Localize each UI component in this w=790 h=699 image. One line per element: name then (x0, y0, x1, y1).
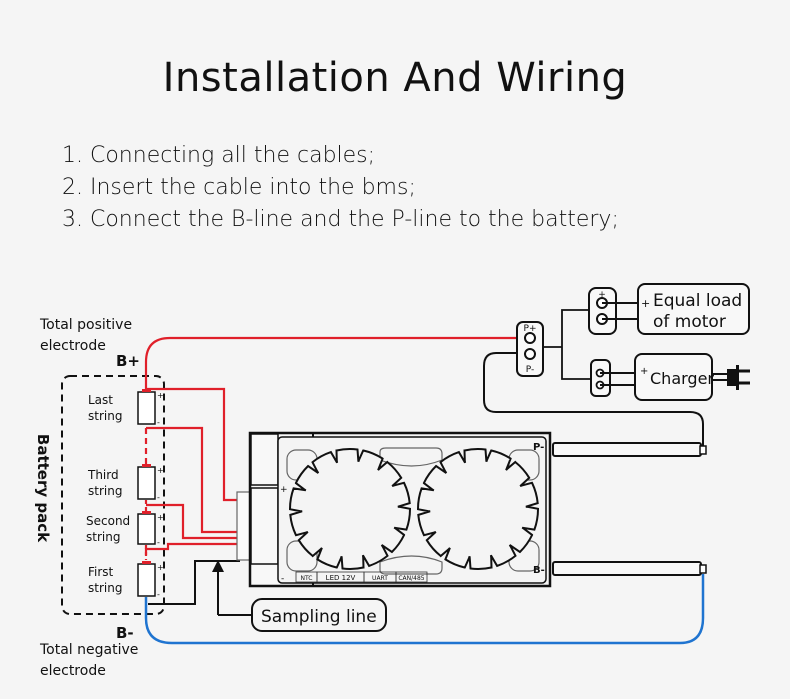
cell-second: Second string + - (86, 511, 164, 547)
heatsink-left (288, 448, 412, 570)
p-minus-cable (552, 442, 702, 457)
p-plus-terminal (524, 332, 536, 344)
port-strip: NTC LED 12V UART CAN/485 (295, 571, 428, 583)
sense-wire-first (144, 542, 240, 555)
load-plus: + (641, 297, 650, 310)
heatsink-right (416, 448, 540, 570)
cell-plus: + (157, 391, 164, 400)
step-3: 3. Connect the B-line and the P-line to … (62, 207, 619, 232)
cell-third-label-2: string (88, 484, 122, 498)
step-1: 1. Connecting all the cables; (62, 143, 376, 168)
total-positive-label-1: Total positive (39, 317, 132, 333)
cell-third: Third string + - (87, 464, 164, 502)
cell-minus: - (157, 590, 160, 599)
cell-first-label-1: First (88, 565, 114, 579)
cell-first-label-2: string (88, 581, 122, 595)
charger-label: Charger (650, 369, 714, 388)
sampling-line-label: Sampling line (261, 607, 377, 627)
sense-wire-second (146, 503, 240, 540)
port-can-label: CAN/485 (398, 575, 424, 582)
sense-wire-third (146, 426, 240, 534)
b-minus-cable (552, 561, 702, 576)
cell-last: Last string + - (88, 389, 164, 427)
cell-plus: + (157, 513, 164, 522)
instruction-steps: 1. Connecting all the cables; 2. Insert … (62, 140, 619, 236)
sense-connector (236, 491, 251, 561)
port-can (395, 571, 428, 583)
cell-third-label-1: Third (87, 468, 119, 482)
motor-load-label-2: of motor (653, 312, 726, 332)
charger-wires (600, 372, 635, 386)
sense-wires (144, 336, 528, 560)
p-minus-terminal (699, 445, 707, 455)
charger-plus: + (640, 366, 648, 377)
sense-wire-last (146, 387, 240, 502)
page-title: Installation And Wiring (162, 55, 628, 101)
total-positive-label-2: electrode (40, 338, 106, 354)
motor-load-label-1: Equal load (653, 291, 742, 311)
p-minus-terminal-point (524, 348, 536, 360)
sampling-line-callout (251, 598, 387, 632)
battery-pack-outline (61, 375, 165, 615)
cell-second-label-1: Second (86, 514, 130, 528)
load-conn-plus: + (598, 290, 606, 300)
port-ntc-label: NTC (301, 575, 313, 582)
cell-plus: + (157, 466, 164, 475)
bms-b-minus-label: B- (533, 565, 545, 576)
cell-last-label-2: string (88, 409, 122, 423)
load-connector (588, 287, 617, 335)
positive-main-wire (144, 336, 528, 389)
power-plug-icon (712, 365, 750, 390)
bms-board: + - P- B- NTC LED 12V UART CAN/485 (248, 431, 552, 588)
total-negative-label-2: electrode (40, 663, 106, 679)
p-minus-label: P- (526, 365, 534, 375)
heatsink-outline (288, 448, 412, 570)
cell-second-label-2: string (86, 530, 120, 544)
heatsink-outline (416, 448, 540, 570)
cell-minus: - (157, 493, 160, 502)
negative-main-wire (144, 574, 705, 645)
total-negative-label-1: Total negative (39, 642, 138, 658)
cell-first: First string + - (88, 561, 164, 599)
bms-p-minus-label: P- (533, 442, 544, 453)
b-plus-label: B+ (116, 352, 140, 370)
cell-plus: + (157, 563, 164, 572)
load-wires (602, 302, 638, 320)
charger-connector (590, 359, 611, 397)
cells: Last string + - Third string + - Second … (86, 389, 164, 599)
cell-minus: - (157, 418, 160, 427)
charger-box (634, 353, 713, 401)
port-uart-label: UART (372, 575, 388, 582)
b-minus-terminal (699, 564, 707, 574)
port-led-label: LED 12V (326, 574, 356, 582)
sampling-arrow-icon (212, 560, 224, 572)
branch-wires (543, 309, 591, 380)
cell-minus: - (157, 538, 160, 547)
p-minus-wire (483, 352, 704, 446)
step-2: 2. Insert the cable into the bms; (62, 175, 416, 200)
b-minus-label: B- (116, 624, 134, 642)
bms-minus: - (281, 574, 284, 584)
p-plus-label: P+ (524, 324, 537, 334)
cell-last-label-1: Last (88, 393, 113, 407)
battery-pack-label: Battery pack (34, 434, 52, 543)
bms-plus: + (280, 485, 288, 495)
motor-load-box (637, 283, 750, 335)
